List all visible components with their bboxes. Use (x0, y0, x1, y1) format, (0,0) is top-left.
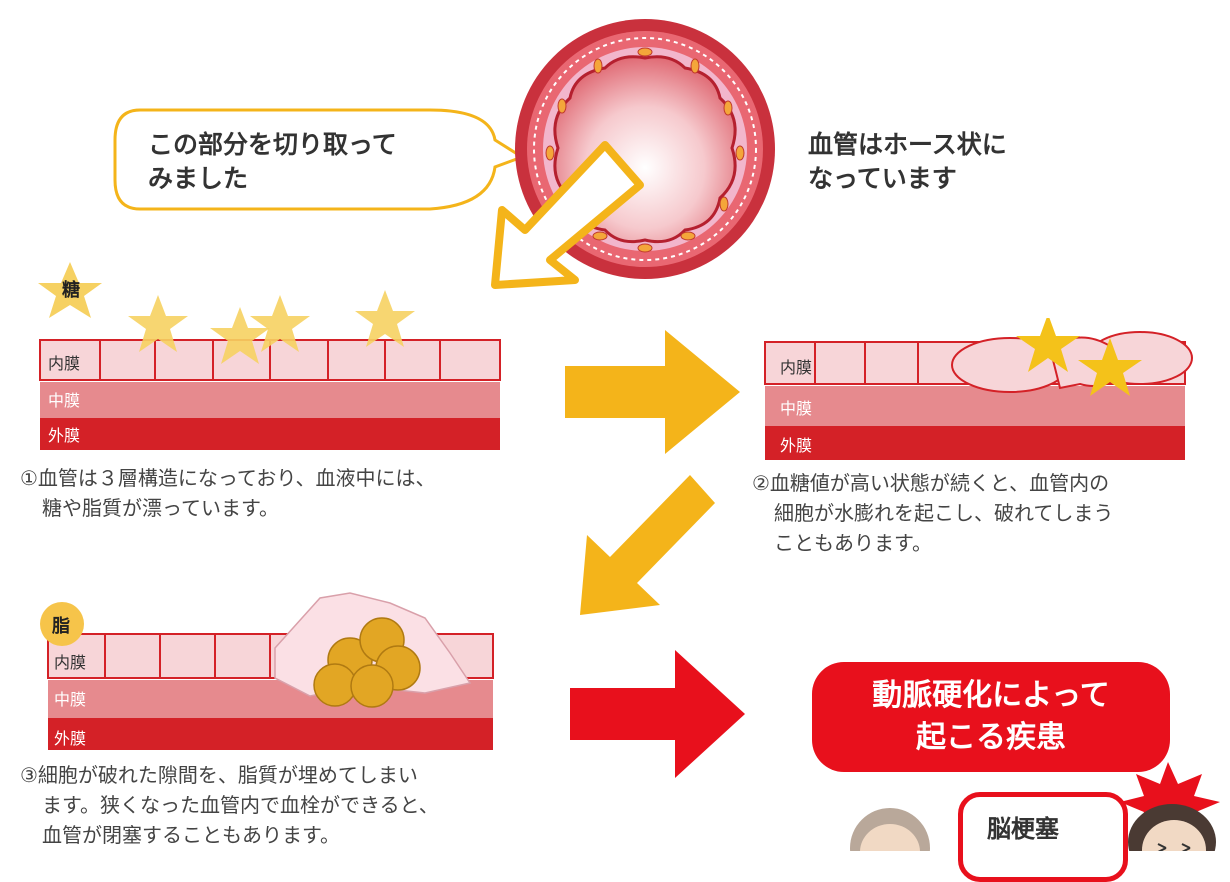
caption-step1: ①血管は３層構造になっており、血液中には、糖や脂質が漂っています。 (20, 466, 436, 520)
adventitia-label-3: 外膜 (54, 729, 87, 748)
media-label-2: 中膜 (780, 399, 813, 418)
person-illustration-left (850, 808, 930, 851)
panel-2-diagram (764, 318, 1193, 460)
fat-badge: 脂 (52, 616, 70, 637)
person-illustration-right (1120, 762, 1220, 851)
adventitia-label: 外膜 (48, 426, 81, 445)
sugar-badge: 糖 (62, 280, 80, 301)
vessel-note: 血管はホース状になっています (808, 130, 1007, 193)
caption-step3: ③細胞が破れた隙間を、脂質が埋めてしまいます。狭くなった血管内で血栓ができると、… (20, 763, 439, 847)
caption-step2: ②血糖値が高い状態が続くと、血管内の細胞が水膨れを起こし、破れてしまうこともあり… (752, 471, 1114, 555)
media-label-3: 中膜 (54, 690, 87, 709)
intima-label-3: 内膜 (54, 653, 87, 672)
speech-bubble (113, 108, 526, 211)
intima-label: 内膜 (48, 354, 81, 373)
panel-3-diagram (40, 592, 494, 750)
intima-label-2: 内膜 (780, 358, 813, 377)
media-label: 中膜 (48, 391, 81, 410)
cutout-arrow (491, 141, 644, 289)
panel-1-diagram (38, 262, 501, 450)
arrow-right-red (570, 650, 745, 778)
arrow-right-1 (565, 330, 740, 454)
disease-card: 脳梗塞 (958, 792, 1128, 882)
bubble-text: この部分を切り取ってみました (148, 130, 397, 193)
adventitia-label-2: 外膜 (780, 436, 813, 455)
result-box: 動脈硬化によって起こる疾患 (812, 662, 1170, 772)
arrow-down-left (580, 475, 715, 615)
